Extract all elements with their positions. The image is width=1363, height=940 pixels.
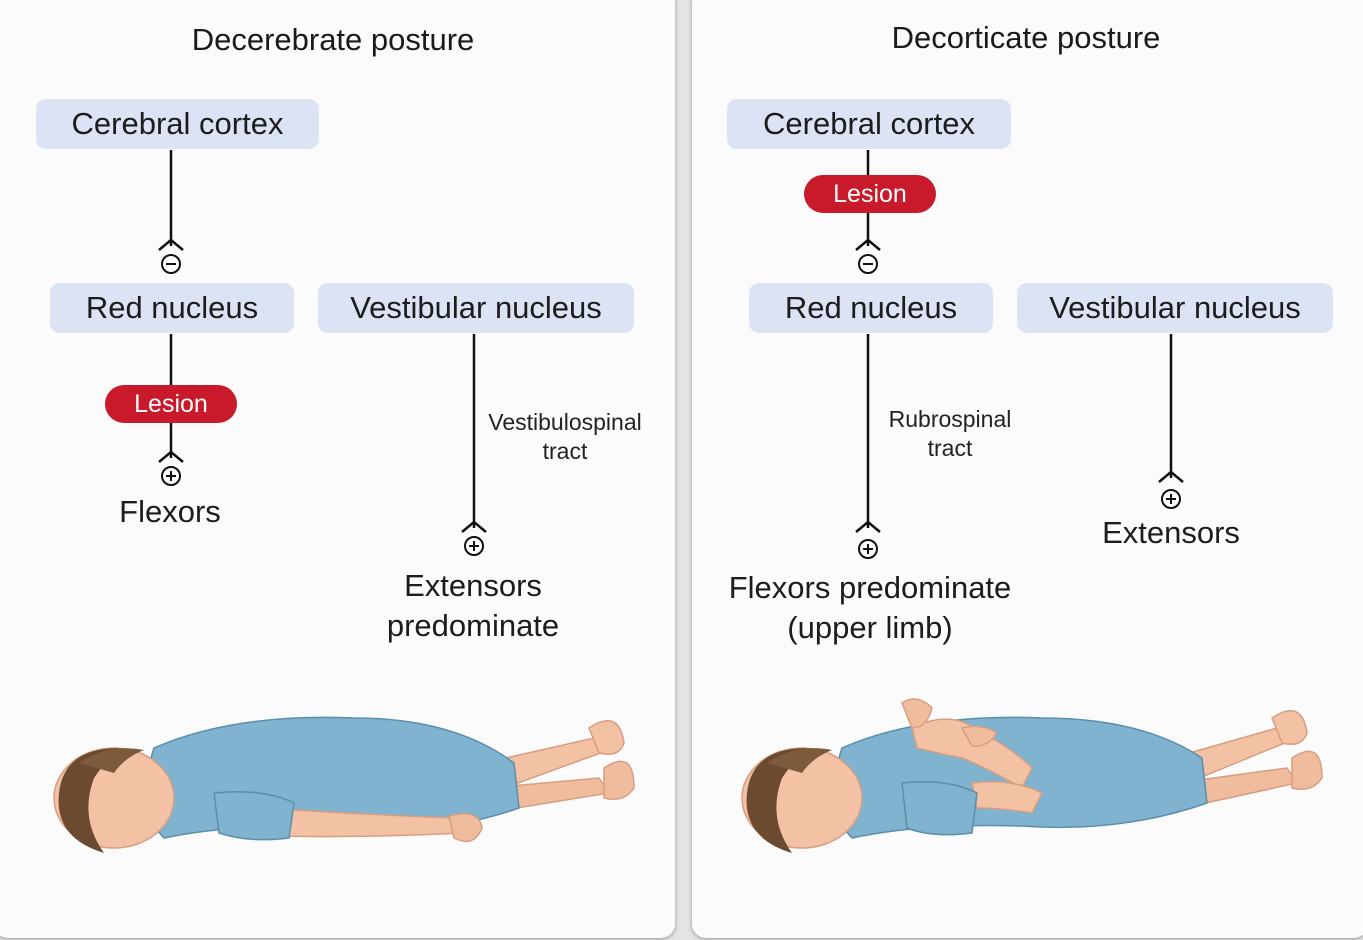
cerebral-cortex-box: Cerebral cortex: [36, 99, 319, 149]
cerebral-cortex-box: Cerebral cortex: [727, 99, 1011, 149]
decerebrate-patient-illustration: [53, 716, 635, 853]
lesion-badge: Lesion: [105, 385, 237, 423]
lesion-badge: Lesion: [804, 175, 936, 213]
excitatory-synapse-icon: [855, 520, 881, 559]
left-connector-lines: [158, 150, 487, 556]
inhibitory-synapse-icon: [158, 238, 184, 274]
inhibitory-synapse-icon: [855, 238, 881, 274]
decerebrate-panel: Decerebrate posture Cerebral cortex Red …: [0, 0, 675, 938]
flexors-predominate-label: Flexors predominate (upper limb): [728, 570, 1012, 645]
red-nucleus-box: Red nucleus: [50, 283, 294, 333]
extensors-label: Extensors: [1102, 515, 1240, 550]
panel-title: Decorticate posture: [891, 20, 1161, 55]
decorticate-patient-illustration: [741, 698, 1323, 853]
vestibular-nucleus-box: Vestibular nucleus: [1017, 283, 1333, 333]
decorticate-panel: Decorticate posture Cerebral cortex Lesi…: [692, 0, 1363, 938]
vestibulospinal-tract-label: Vestibulospinal tract: [488, 409, 642, 464]
excitatory-synapse-icon: [158, 450, 184, 486]
red-nucleus-box: Red nucleus: [749, 283, 993, 333]
vestibular-nucleus-box: Vestibular nucleus: [318, 283, 634, 333]
rubrospinal-tract-label: Rubrospinal tract: [888, 406, 1012, 461]
flexors-label: Flexors: [119, 494, 221, 529]
extensors-predominate-label: Extensors predominate: [386, 568, 560, 643]
excitatory-synapse-icon: [1158, 470, 1184, 509]
right-connector-lines: [855, 150, 1184, 559]
panel-title: Decerebrate posture: [191, 22, 475, 57]
excitatory-synapse-icon: [461, 520, 487, 556]
